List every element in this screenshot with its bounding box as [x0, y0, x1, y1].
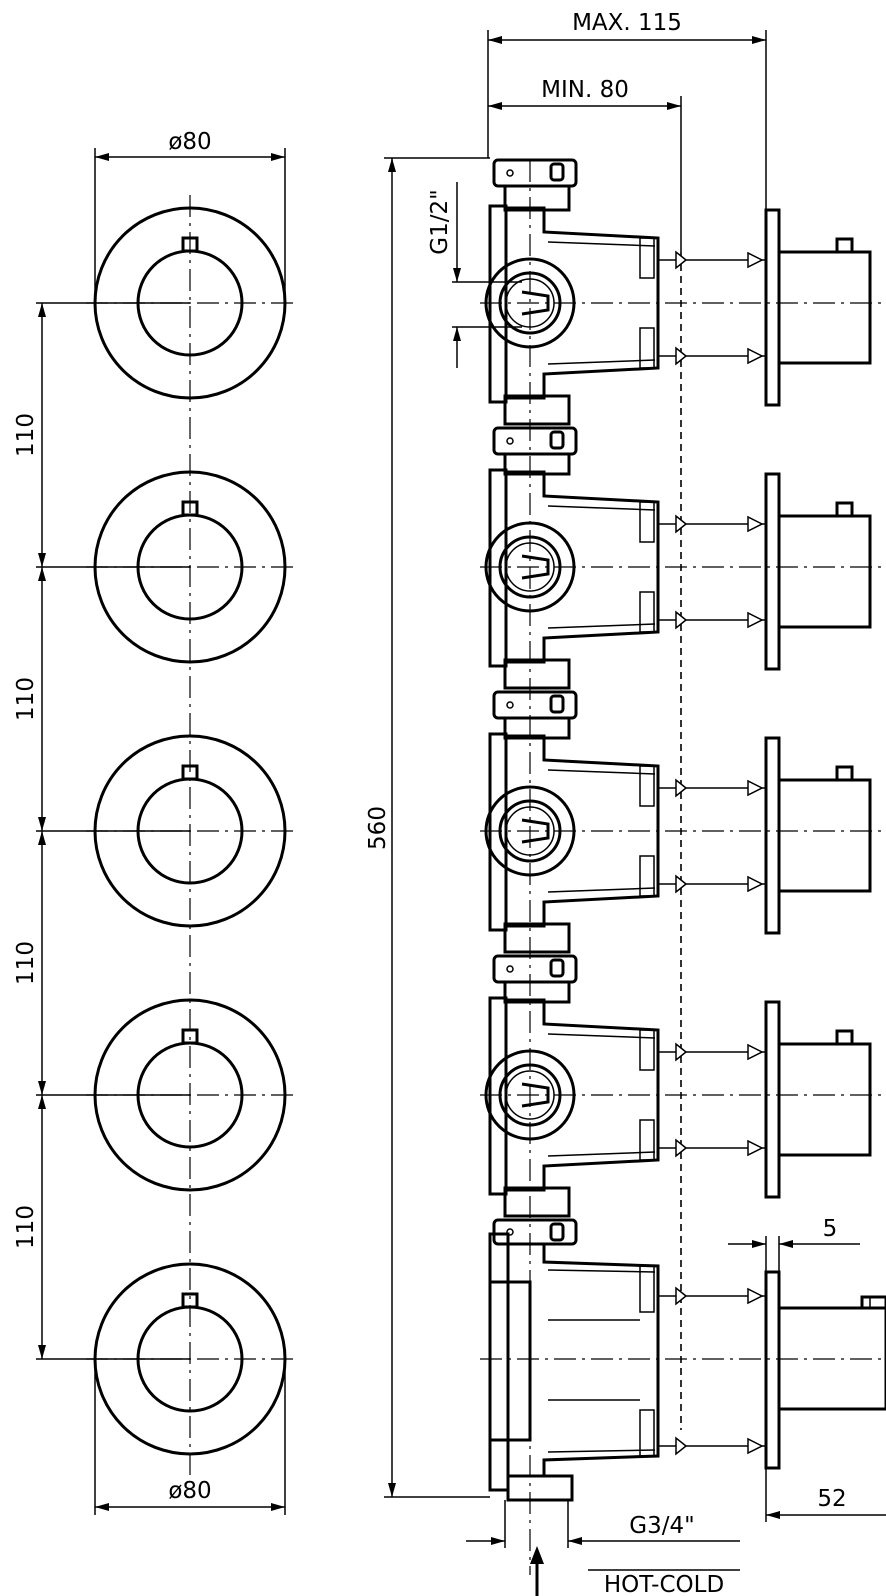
- max-depth-dimension: MAX. 115: [487, 10, 767, 210]
- diameter-label-top: ø80: [168, 129, 211, 155]
- valve-unit-3: [480, 690, 886, 954]
- valve-unit-4: [480, 954, 886, 1218]
- height-dimension: 560: [365, 157, 490, 1498]
- max-depth-label: MAX. 115: [572, 10, 682, 36]
- valve-unit-2: [480, 426, 886, 690]
- height-label: 560: [365, 806, 391, 850]
- spacing-label-2: 110: [13, 677, 39, 721]
- front-view: ø80 ø80 110 110 1: [13, 129, 294, 1515]
- spacing-label-4: 110: [13, 1205, 39, 1249]
- diameter-dimension-bottom: ø80: [94, 1362, 286, 1515]
- inlet-dimension: G3/4" HOT-COLD: [466, 1500, 740, 1596]
- inlet-flow-label: HOT-COLD: [604, 1572, 724, 1596]
- min-depth-dimension: MIN. 80: [488, 77, 682, 252]
- inlet-thread-label: G3/4": [629, 1513, 694, 1539]
- handle-length-dimension: 52: [765, 1468, 886, 1522]
- spacing-label-1: 110: [13, 413, 39, 457]
- valve-unit-1: [480, 158, 886, 426]
- spacing-dimension-chain: 110 110 110 110: [13, 302, 190, 1360]
- valve-unit-5: [480, 1218, 886, 1502]
- diameter-dimension-top: ø80: [94, 129, 286, 300]
- outlet-thread-label: G1/2": [427, 189, 453, 254]
- inlet-arrow: [530, 1546, 544, 1596]
- plate-thickness-dimension: 5: [728, 1216, 860, 1272]
- spacing-label-3: 110: [13, 941, 39, 985]
- plate-thickness-label: 5: [823, 1216, 838, 1242]
- handle-length-label: 52: [817, 1486, 846, 1512]
- min-depth-label: MIN. 80: [541, 77, 629, 103]
- side-view: 560 MAX. 115 MIN. 80 G1/: [365, 10, 886, 1596]
- diameter-label-bottom: ø80: [168, 1478, 211, 1504]
